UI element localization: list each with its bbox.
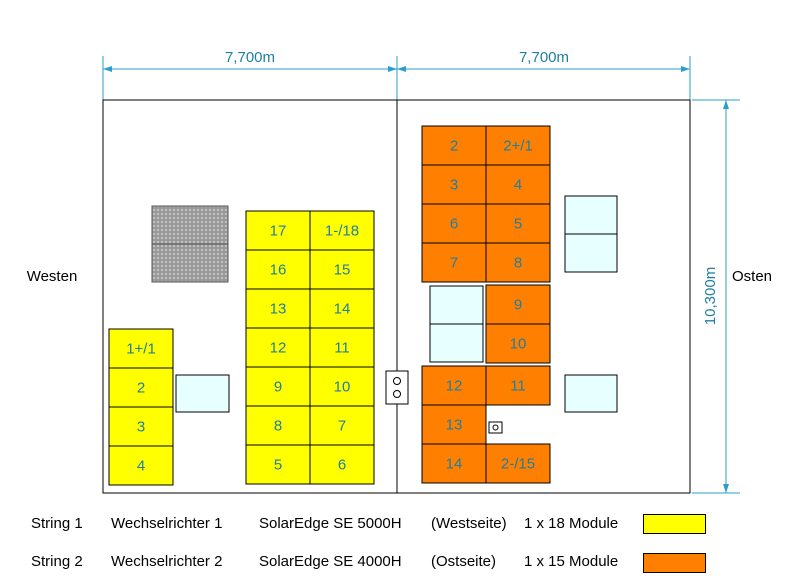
pv-module: 7 <box>309 405 375 446</box>
dimension-top-right-label: 7,700m <box>519 49 569 66</box>
pv-module: 8 <box>245 405 311 446</box>
pv-module: 13 <box>245 288 311 329</box>
pv-module: 12 <box>421 365 487 406</box>
dimension-right-label: 10,300m <box>702 267 719 325</box>
pv-module-label: 14 <box>446 456 463 473</box>
pv-module: 11 <box>309 327 375 368</box>
pv-module-label: 2 <box>137 380 145 397</box>
vent-symbol <box>385 370 409 405</box>
pv-module: 2 <box>421 125 487 166</box>
pv-module-label: 2-/15 <box>501 456 535 473</box>
pv-module: 10 <box>485 323 551 364</box>
pv-module: 6 <box>309 444 375 485</box>
pv-module-label: 14 <box>334 301 351 318</box>
pv-module-label: 2 <box>450 138 458 155</box>
pv-module: 10 <box>309 366 375 407</box>
pv-module: 8 <box>485 242 551 283</box>
west-label: Westen <box>27 268 78 285</box>
pv-module-label: 7 <box>450 255 458 272</box>
pv-module: 1-/18 <box>309 210 375 251</box>
pv-module: 16 <box>245 249 311 290</box>
skylight-west <box>175 374 230 413</box>
dimension-top-left-label: 7,700m <box>225 49 275 66</box>
skylight-east-mid <box>429 285 484 363</box>
pv-module: 12 <box>245 327 311 368</box>
pv-module-label: 6 <box>450 216 458 233</box>
pv-module-label: 12 <box>270 340 287 357</box>
pv-module: 11 <box>485 365 551 406</box>
junction-symbol <box>488 421 503 434</box>
pv-module-label: 17 <box>270 223 287 240</box>
pv-module: 9 <box>485 284 551 325</box>
skylight-east-low <box>564 374 618 413</box>
module-layer: 1+/1 2 3 4 17 1-/18 16 15 13 14 12 11 9 10 8 7 5 6 2 2+/1 3 4… <box>108 125 551 486</box>
pv-module-label: 5 <box>514 216 522 233</box>
pv-module-label: 10 <box>334 379 351 396</box>
pv-module: 3 <box>108 406 174 447</box>
pv-module: 13 <box>421 404 487 445</box>
pv-module-label: 13 <box>270 301 287 318</box>
pv-module: 14 <box>421 443 487 484</box>
pv-module: 14 <box>309 288 375 329</box>
pv-module: 6 <box>421 203 487 244</box>
dimension-right <box>692 99 740 494</box>
pv-module-label: 3 <box>137 419 145 436</box>
east-label: Osten <box>732 268 772 285</box>
pv-module: 9 <box>245 366 311 407</box>
pv-module-label: 1-/18 <box>325 223 359 240</box>
pv-module-label: 1+/1 <box>126 341 156 358</box>
pv-module-label: 13 <box>446 417 463 434</box>
pv-module-label: 4 <box>514 177 522 194</box>
pv-module: 7 <box>421 242 487 283</box>
pv-module-label: 5 <box>274 457 282 474</box>
pv-module: 4 <box>485 164 551 205</box>
pv-module-label: 7 <box>338 418 346 435</box>
pv-module-label: 3 <box>450 177 458 194</box>
pv-module-label: 6 <box>338 457 346 474</box>
pv-module-label: 16 <box>270 262 287 279</box>
pv-module-label: 12 <box>446 378 463 395</box>
pv-module: 5 <box>245 444 311 485</box>
pv-module-label: 9 <box>274 379 282 396</box>
pv-module: 2 <box>108 367 174 408</box>
pv-module-label: 2+/1 <box>503 138 533 155</box>
pv-module: 5 <box>485 203 551 244</box>
pv-module-label: 8 <box>274 418 282 435</box>
pv-module-label: 11 <box>334 340 350 357</box>
pv-module: 2+/1 <box>485 125 551 166</box>
pv-module-label: 15 <box>334 262 351 279</box>
pv-module-label: 10 <box>510 336 527 353</box>
pv-module-label: 4 <box>137 458 145 475</box>
pv-module-label: 11 <box>510 378 526 395</box>
pv-module: 1+/1 <box>108 328 174 369</box>
pv-module: 4 <box>108 445 174 486</box>
dimension-top <box>102 56 691 100</box>
pv-module: 3 <box>421 164 487 205</box>
skylight-east-top <box>564 195 618 273</box>
pv-module: 17 <box>245 210 311 251</box>
pv-module-label: 9 <box>514 297 522 314</box>
pv-module: 2-/15 <box>485 443 551 484</box>
pv-module-label: 8 <box>514 255 522 272</box>
pv-module: 15 <box>309 249 375 290</box>
chimney <box>151 205 229 283</box>
